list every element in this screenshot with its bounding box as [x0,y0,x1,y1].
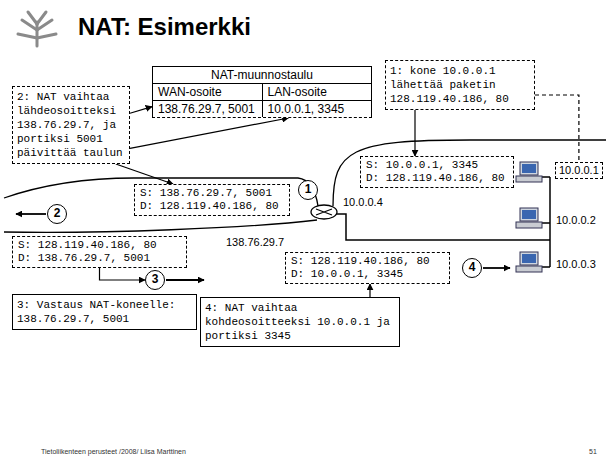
host-computer [516,162,542,182]
table-row: WAN-osoiteLAN-osoite [153,84,371,100]
connector [414,110,415,156]
table-cell: LAN-osoite [263,84,372,100]
nat-table: NAT-muunnostauluWAN-osoiteLAN-osoite138.… [152,66,372,118]
callout-note: 1: kone 10.0.0.1 lähettää paketin 128.11… [385,60,535,110]
table-cell: 138.76.29.7, 5001 [153,101,263,117]
packet-box: S: 138.76.29.7, 5001D: 128.119.40.186, 8… [134,184,290,216]
host-address-box: 10.0.0.1 [555,162,603,179]
note-text: 3: Vastaus NAT-koneelle: 138.76.29.7, 50… [17,298,192,326]
packet-box: S: 10.0.0.1, 3345D: 128.119.40.186, 80 [360,156,514,188]
note-text: 4: NAT vaihtaa kohdeosoitteeksi 10.0.0.1… [205,301,395,343]
connector [130,118,288,148]
connector [116,164,173,184]
host-computer [516,252,542,272]
table-cell: 10.0.0.1, 3345 [263,101,372,117]
flow-arrow [166,279,204,281]
step-circle: 2 [47,204,67,224]
address-label: 10.0.0.3 [555,258,597,271]
packet-field: D: 10.0.0.1, 3345 [291,268,444,281]
packet-field: D: 138.76.29.7, 5001 [18,252,181,265]
host-link [542,177,550,267]
connector [130,107,152,114]
callout-note: 4: NAT vaihtaa kohdeosoitteeksi 10.0.0.1… [200,297,400,347]
packet-field: D: 128.119.40.186, 80 [366,172,508,185]
footer-text: 51 [588,447,598,456]
note-text: 1: kone 10.0.0.1 lähettää paketin 128.11… [390,64,530,106]
callout-number: 2 [48,205,66,222]
table-cell: WAN-osoite [153,84,263,100]
flow-arrow [483,267,510,269]
connector [369,284,370,297]
step-circle: 4 [462,258,482,278]
step-circle: 1 [298,180,318,200]
slide-title: NAT: Esimerkki [78,12,251,42]
host-address: 10.0.0.1 [559,164,599,177]
title-icon [18,12,56,46]
lan-bus [549,177,551,267]
packet-box: S: 128.119.40.186, 80D: 10.0.0.1, 3345 [285,252,450,284]
packet-field: S: 128.119.40.186, 80 [18,239,181,252]
packet-field: D: 128.119.40.186, 80 [140,200,284,213]
packet-field: S: 10.0.0.1, 3345 [366,159,508,172]
callout-note: 2: NAT vaihtaa lähdeosoitteksi 138.76.29… [12,86,130,164]
callout-number: 4 [463,259,481,276]
router-symbol [311,205,337,219]
packet-field: S: 138.76.29.7, 5001 [140,187,284,200]
connector [100,268,146,280]
lan-wire [336,214,550,240]
connector [535,95,579,162]
footer-text: Tietoliikenteen perusteet /2008/ Liisa M… [40,447,187,456]
address-label: 10.0.0.4 [342,196,384,209]
packet-field: S: 128.119.40.186, 80 [291,255,444,268]
callout-number: 1 [299,181,317,198]
host-computer [516,208,542,228]
note-text: 2: NAT vaihtaa lähdeosoitteksi 138.76.29… [17,90,125,160]
table-row: 138.76.29.7, 500110.0.0.1, 3345 [153,100,371,117]
table-heading: NAT-muunnostaulu [153,67,371,84]
packet-box: S: 128.119.40.186, 80D: 138.76.29.7, 500… [12,236,187,268]
address-label: 10.0.0.2 [555,214,597,227]
address-label: 138.76.29.7 [225,236,285,249]
callout-note: 3: Vastaus NAT-koneelle: 138.76.29.7, 50… [12,294,197,330]
flow-arrow [16,213,46,215]
step-circle: 3 [145,270,165,290]
callout-number: 3 [146,271,164,288]
